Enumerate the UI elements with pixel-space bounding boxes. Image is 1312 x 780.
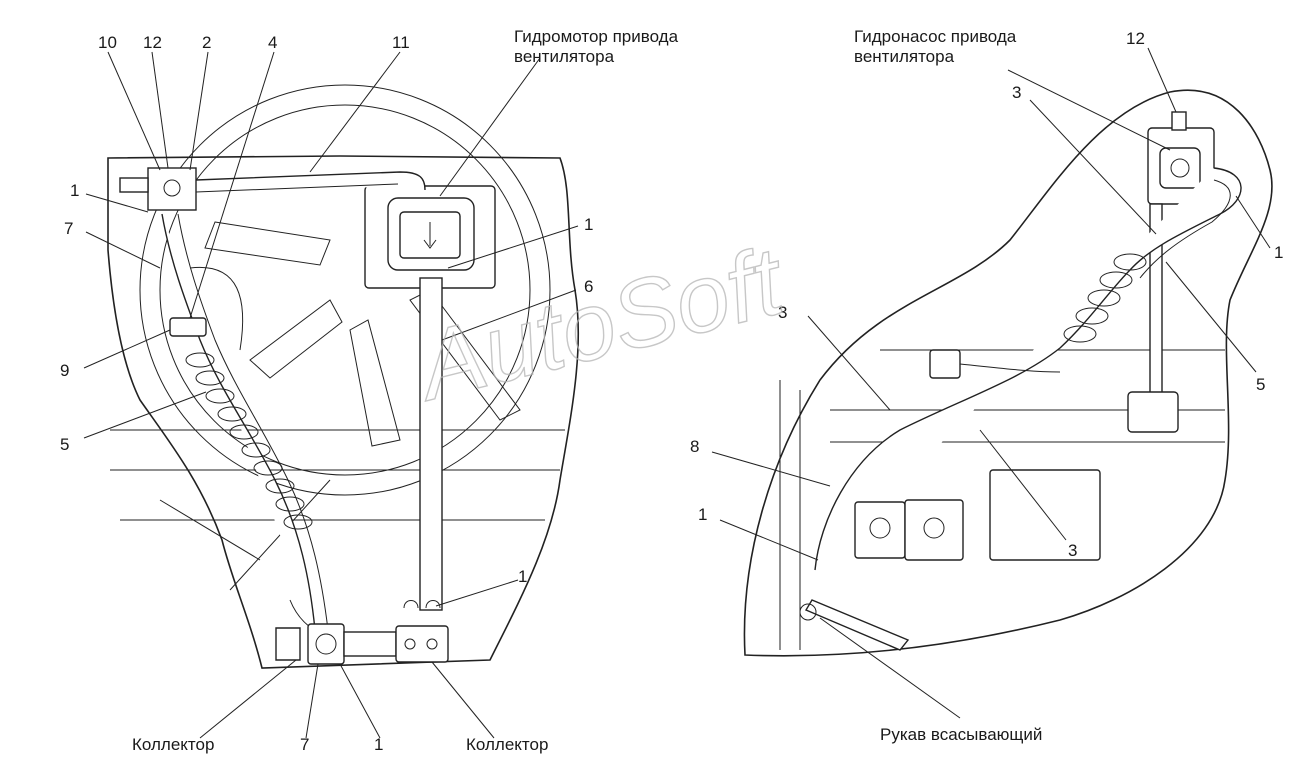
callout-7-bottom: 7 (300, 735, 309, 754)
callout-7-top-left: 7 (64, 219, 73, 238)
pump-label-line2: вентилятора (854, 47, 955, 66)
motor-label-line1: Гидромотор привода (514, 27, 679, 46)
corrugated-hose-right (1063, 253, 1147, 343)
callout-4: 4 (268, 33, 277, 52)
callout-12: 12 (143, 33, 162, 52)
callout-2: 2 (202, 33, 211, 52)
callout-11: 11 (392, 33, 410, 52)
callout-8: 8 (690, 437, 699, 456)
callout-5-left: 5 (60, 435, 69, 454)
callout-5-right: 5 (1256, 375, 1265, 394)
suction-hose-label: Рукав всасывающий (880, 725, 1042, 744)
corrugated-hose-left (185, 352, 313, 530)
callout-1-bottom: 1 (518, 567, 527, 586)
right-figure: 12 3 1 3 5 8 1 3 Гидронасос привода вент… (690, 27, 1283, 744)
callout-12-right: 12 (1126, 29, 1145, 48)
motor-label-line2: вентилятора (514, 47, 615, 66)
collector-right-label: Коллектор (466, 735, 548, 754)
callout-6: 6 (584, 277, 593, 296)
callout-3-left: 3 (778, 303, 787, 322)
pump-label-line1: Гидронасос привода (854, 27, 1017, 46)
callout-10: 10 (98, 33, 117, 52)
callout-3-top: 3 (1012, 83, 1021, 102)
callout-1-motor: 1 (584, 215, 593, 234)
callout-1-right-lower: 1 (698, 505, 707, 524)
left-figure: 10 12 2 4 11 1 7 1 6 9 5 1 7 1 Гидромото… (60, 27, 679, 754)
callout-1-right: 1 (1274, 243, 1283, 262)
callout-1-bottom-mid: 1 (374, 735, 383, 754)
callout-3-bottom: 3 (1068, 541, 1077, 560)
callout-9: 9 (60, 361, 69, 380)
collector-left-label: Коллектор (132, 735, 214, 754)
callout-1-top-left: 1 (70, 181, 79, 200)
